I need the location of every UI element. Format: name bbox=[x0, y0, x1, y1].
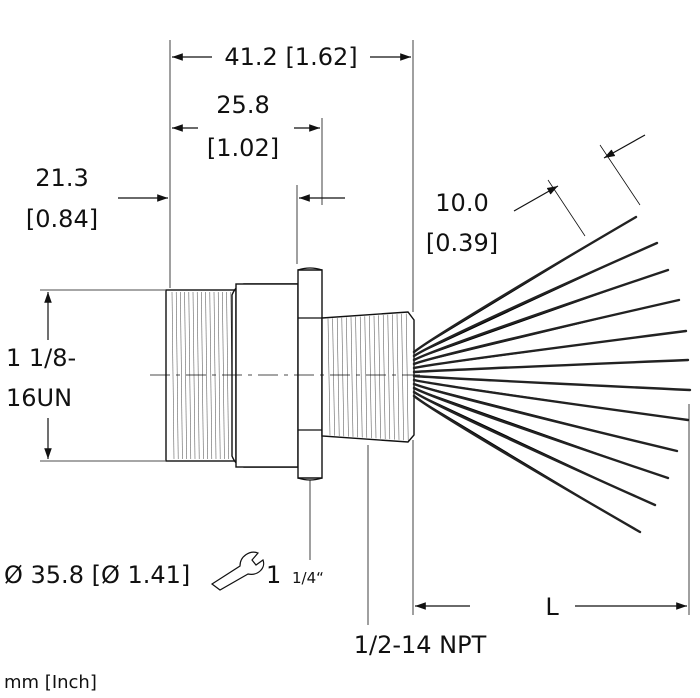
hex-nut bbox=[297, 269, 323, 479]
thread-line bbox=[350, 317, 354, 437]
thread-line bbox=[332, 318, 335, 436]
thread-length-in: [0.84] bbox=[26, 205, 98, 233]
thread-line bbox=[373, 315, 377, 439]
thread-line bbox=[359, 316, 363, 438]
wire bbox=[412, 378, 690, 422]
thread-line bbox=[336, 318, 340, 436]
dimension-arrow-icon bbox=[513, 185, 559, 212]
npt-thread-section bbox=[321, 311, 415, 443]
diameter-label: Ø 35.8 [Ø 1.41] bbox=[4, 561, 190, 589]
units-note: mm [Inch] bbox=[4, 672, 97, 693]
body-length-mm: 25.8 bbox=[216, 91, 269, 119]
thread-line bbox=[387, 314, 391, 440]
wire bbox=[412, 241, 659, 358]
wire bbox=[412, 382, 679, 453]
thread-line bbox=[201, 291, 204, 460]
thread-line bbox=[341, 317, 345, 437]
thread-line bbox=[192, 291, 196, 460]
thread-line bbox=[392, 314, 395, 440]
wire bbox=[412, 329, 688, 370]
body-length-dimension: 25.8 [1.02] bbox=[172, 91, 323, 205]
thread-spec-line2: 16UN bbox=[6, 384, 72, 412]
thread-line bbox=[369, 315, 372, 439]
thread-spec-line1: 1 1/8- bbox=[6, 344, 76, 372]
overall-length-label: 41.2 [1.62] bbox=[224, 43, 357, 71]
thread-line bbox=[184, 291, 187, 460]
npt-thread-lines bbox=[327, 313, 409, 441]
front-thread-lines bbox=[171, 291, 234, 460]
wrench-size-main: 1 bbox=[266, 561, 281, 589]
wire bbox=[412, 215, 638, 354]
wire bbox=[412, 386, 670, 480]
diameter-wrench-callout: Ø 35.8 [Ø 1.41] 1 1/4“ bbox=[4, 480, 324, 591]
wrench-icon bbox=[210, 551, 265, 591]
strip-length-in: [0.39] bbox=[426, 229, 498, 257]
thread-length-dimension: 21.3 [0.84] bbox=[26, 164, 345, 264]
thread-line bbox=[382, 315, 386, 439]
thread-line bbox=[209, 291, 213, 460]
wire bbox=[412, 390, 657, 507]
thread-line bbox=[405, 313, 409, 441]
thread-line bbox=[217, 291, 221, 460]
wire bbox=[412, 268, 670, 362]
wire bbox=[412, 394, 642, 534]
thread-line bbox=[364, 316, 368, 438]
wire bbox=[412, 298, 681, 366]
connector-body bbox=[150, 267, 420, 481]
thread-line bbox=[205, 291, 208, 460]
thread-line bbox=[378, 315, 381, 439]
thread-line bbox=[171, 291, 175, 460]
npt-callout: 1/2-14 NPT bbox=[354, 445, 487, 659]
thread-line bbox=[226, 291, 229, 460]
thread-line bbox=[346, 317, 349, 437]
lead-length-label: L bbox=[545, 593, 559, 621]
strip-length-mm: 10.0 bbox=[435, 189, 488, 217]
thread-line bbox=[188, 291, 192, 460]
npt-thread-label: 1/2-14 NPT bbox=[354, 631, 487, 659]
wrench-size-fraction: 1/4“ bbox=[292, 569, 324, 587]
thread-line bbox=[355, 316, 358, 438]
thread-line bbox=[327, 318, 331, 436]
thread-line bbox=[401, 313, 404, 441]
thread-line bbox=[175, 291, 179, 460]
dimension-arrow-icon bbox=[603, 134, 646, 159]
thread-line bbox=[213, 291, 217, 460]
lead-length-dimension: L bbox=[412, 404, 690, 621]
wire bbox=[412, 358, 690, 374]
wire bbox=[412, 374, 692, 392]
thread-diameter-dimension: 1 1/8- 16UN bbox=[6, 289, 165, 462]
thread-line bbox=[222, 291, 225, 460]
body-length-in: [1.02] bbox=[207, 134, 279, 162]
hex-chamfer bbox=[297, 267, 323, 271]
body-cylinder bbox=[235, 283, 299, 468]
strip-length-dimension: 10.0 [0.39] bbox=[426, 134, 646, 257]
thread-line bbox=[196, 291, 200, 460]
extension-line bbox=[599, 144, 641, 206]
thread-length-mm: 21.3 bbox=[35, 164, 88, 192]
overall-length-dimension: 41.2 [1.62] bbox=[169, 40, 414, 312]
thread-line bbox=[180, 291, 183, 460]
thread-line bbox=[396, 314, 400, 440]
wire-bundle bbox=[412, 215, 692, 534]
